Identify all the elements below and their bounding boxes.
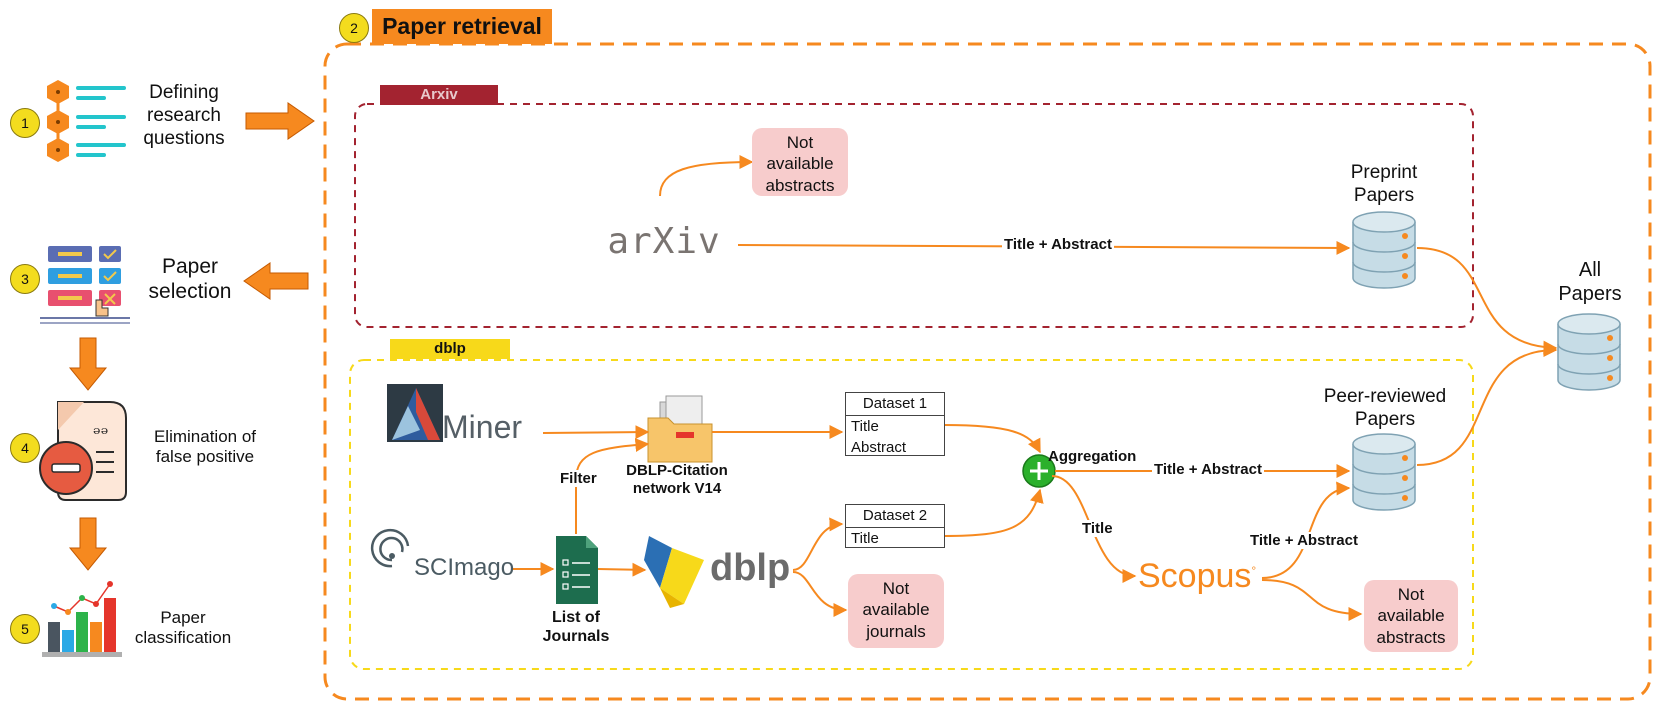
arxiv-group-box — [354, 103, 1474, 328]
all-papers-label: All Papers — [1540, 258, 1640, 306]
na-line: Not — [882, 579, 910, 598]
step-label-line: research — [147, 104, 221, 126]
na-line: journals — [866, 621, 926, 641]
svg-text:ₔₔ: ₔₔ — [93, 415, 109, 439]
dblp-tag — [390, 339, 510, 359]
step-badge-2: 2 — [339, 13, 369, 43]
step-badge-4: 4 — [10, 433, 40, 463]
edge-label-scopus-title-abstract: Title + Abstract — [1248, 532, 1360, 549]
step-label-elimination: Elimination of false positive — [138, 427, 272, 468]
arxiv-logo: arXiv — [607, 221, 721, 262]
aminer-logo-mark — [387, 384, 443, 442]
db-label-line: Papers — [1354, 408, 1416, 430]
bar-chart-icon — [42, 581, 122, 657]
dataset-1-row: Abstract — [851, 439, 907, 456]
scopus-logo: Scopus° — [1138, 556, 1270, 597]
edge-label-aggregation: Aggregation — [1048, 448, 1137, 465]
arrow-to-classification — [68, 517, 108, 571]
preprint-papers-label: Preprint Papers — [1320, 162, 1448, 208]
step-label-line: classification — [134, 628, 232, 648]
step-label-line: Paper — [161, 255, 219, 278]
na-line: available — [1377, 606, 1445, 626]
dataset-1-row: Title — [851, 418, 879, 435]
journal-list-icon — [556, 536, 598, 604]
document-remove-icon: ₔₔ — [39, 401, 127, 501]
scopus-logo-text: Scopus — [1138, 557, 1252, 595]
step-badge-3: 3 — [10, 264, 40, 294]
preprint-papers-db — [1352, 211, 1416, 289]
step-label-line: selection — [148, 280, 232, 304]
arxiv-tag — [380, 85, 498, 105]
edge-label-title: Title — [1080, 520, 1115, 537]
list-of-journals-label: List of Journals — [530, 608, 622, 646]
scimago-logo-mark — [370, 528, 410, 568]
edge-label-aggregation-title-abstract: Title + Abstract — [1152, 461, 1264, 478]
na-line: Not — [786, 133, 814, 152]
peer-reviewed-papers-label: Peer-reviewed Papers — [1300, 386, 1470, 432]
step-label-line: Elimination of — [153, 427, 257, 446]
plus-icon — [1030, 462, 1048, 480]
na-line: available — [862, 600, 930, 620]
peer-reviewed-db — [1352, 433, 1416, 511]
dblp-citation-line: network V14 — [632, 480, 722, 497]
db-label-line: Preprint — [1350, 162, 1418, 183]
question-list-icon — [47, 80, 126, 162]
dataset-2-table: Dataset 2 Title — [845, 504, 945, 548]
edge-label-filter: Filter — [558, 470, 599, 487]
arxiv-tag-label: Arxiv — [420, 86, 458, 103]
step-label-line: Paper — [160, 608, 206, 627]
step-label-paper-selection: Paper selection — [140, 254, 240, 304]
step-label-line: false positive — [155, 447, 255, 467]
aminer-logo: Miner — [442, 409, 523, 445]
na-line: abstracts — [1376, 627, 1446, 647]
db-label-line: Papers — [1353, 184, 1415, 206]
registered-mark: ° — [1251, 563, 1257, 578]
dblp-logo: dblp — [710, 547, 791, 589]
dataset-2-row: Title — [851, 530, 879, 547]
not-available-abstracts-top: Not available abstracts — [752, 128, 848, 196]
na-line: Not — [1397, 585, 1425, 604]
edge-label-arxiv-title-abstract: Title + Abstract — [1002, 236, 1114, 253]
journals-line: Journals — [542, 628, 610, 646]
step-label-line: questions — [143, 127, 225, 149]
not-available-journals: Not available journals — [848, 574, 944, 648]
step-label-defining-research-questions: Defining research questions — [128, 82, 240, 150]
arrow-to-elimination — [68, 337, 108, 391]
dataset-1-table: Dataset 1 Title Abstract — [845, 392, 945, 456]
step-label-line: Defining — [149, 82, 219, 103]
all-papers-db — [1557, 313, 1621, 391]
na-line: abstracts — [765, 175, 835, 195]
db-label-line: Peer-reviewed — [1323, 386, 1447, 407]
step-badge-5: 5 — [10, 614, 40, 644]
arrow-to-retrieval — [245, 102, 315, 140]
paper-retrieval-box — [323, 42, 1652, 701]
db-label-line: All — [1578, 259, 1602, 281]
paper-retrieval-title: Paper retrieval — [382, 13, 542, 39]
na-line: available — [766, 154, 834, 174]
step-label-classification: Paper classification — [124, 608, 242, 649]
dblp-citation-line: DBLP-Citation — [626, 462, 728, 479]
step-badge-1: 1 — [10, 108, 40, 138]
selection-checklist-icon — [40, 246, 130, 324]
not-available-abstracts-bottom: Not available abstracts — [1364, 580, 1458, 652]
scimago-logo: SCImago — [414, 554, 515, 581]
arrow-to-selection — [243, 262, 309, 300]
paper-retrieval-tag — [372, 9, 552, 44]
journals-line: List of — [552, 609, 600, 626]
dblp-logo-mark — [644, 536, 704, 608]
dblp-group-box — [349, 359, 1474, 670]
folder-icon — [647, 395, 713, 463]
dataset-1-header: Dataset 1 — [846, 393, 944, 416]
db-label-line: Papers — [1558, 283, 1622, 305]
dataset-2-header: Dataset 2 — [846, 505, 944, 528]
dblp-citation-label: DBLP-Citation network V14 — [612, 462, 742, 498]
dblp-tag-label: dblp — [434, 340, 466, 357]
